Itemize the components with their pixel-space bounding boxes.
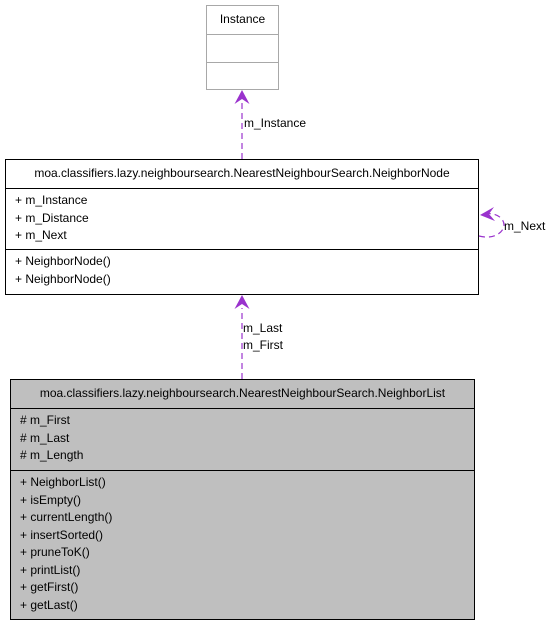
edge-label-m-next: m_Next (504, 219, 546, 233)
edge-label-m-last: m_Last (243, 321, 283, 335)
class-instance[interactable]: Instance (206, 5, 279, 90)
method-neighbor-list-constructor: + NeighborList() (20, 475, 106, 489)
class-neighbor-list-methods: + NeighborList() + isEmpty() + currentLe… (11, 470, 474, 619)
method-prune-to-k: + pruneToK() (20, 545, 90, 559)
class-neighbor-list-title: moa.classifiers.lazy.neighboursearch.Nea… (39, 386, 446, 400)
attribute-m-instance: + m_Instance (15, 193, 88, 207)
class-neighbor-list-attributes: # m_First # m_Last # m_Length (11, 408, 474, 470)
method-insert-sorted: + insertSorted() (20, 527, 104, 542)
attribute-m-last: # m_Last (20, 430, 70, 445)
method-get-last: + getLast() (20, 597, 78, 612)
method-current-length: + currentLength() (20, 510, 113, 524)
class-neighbor-node[interactable]: moa.classifiers.lazy.neighboursearch.Nea… (5, 159, 479, 295)
class-neighbor-node-methods: + NeighborNode() + NeighborNode() (6, 249, 478, 294)
class-instance-title: Instance (219, 12, 266, 26)
edge-m-instance[interactable]: m_Instance (234, 90, 307, 159)
edge-label-m-first: m_First (243, 338, 284, 352)
edge-m-last-m-first[interactable]: m_Last m_First (234, 295, 284, 379)
attribute-m-first: # m_First (20, 413, 71, 427)
attribute-m-distance: + m_Distance (15, 210, 89, 225)
class-neighbor-list[interactable]: moa.classifiers.lazy.neighboursearch.Nea… (10, 379, 475, 620)
method-print-list: + printList() (20, 562, 81, 577)
method-get-first: + getFirst() (20, 580, 79, 594)
class-neighbor-node-title: moa.classifiers.lazy.neighboursearch.Nea… (34, 166, 450, 180)
class-instance-methods (207, 62, 278, 89)
method-neighbor-node-constructor: + NeighborNode() (15, 271, 111, 286)
class-instance-attributes (207, 34, 278, 62)
edge-label-m-instance: m_Instance (244, 116, 306, 130)
attribute-m-length: # m_Length (20, 448, 84, 462)
edge-m-next[interactable]: m_Next (478, 207, 546, 238)
method-neighbor-node-constructor: + NeighborNode() (15, 254, 111, 268)
attribute-m-next: + m_Next (15, 228, 67, 242)
method-is-empty: + isEmpty() (20, 492, 82, 507)
class-neighbor-node-attributes: + m_Instance + m_Distance + m_Next (6, 188, 478, 249)
